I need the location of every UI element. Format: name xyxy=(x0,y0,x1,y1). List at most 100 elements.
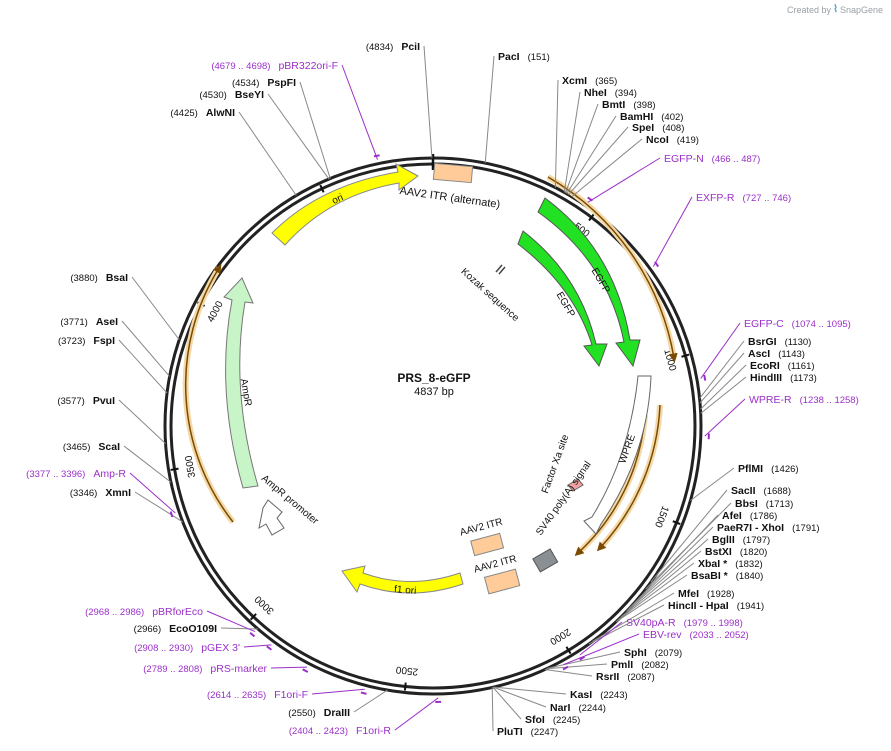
restriction-site[interactable]: SfoI(2245) xyxy=(492,686,580,726)
restriction-site-label: SacII(1688) xyxy=(731,485,791,497)
restriction-site[interactable]: BsrGI(1130) xyxy=(699,336,812,399)
restriction-site[interactable]: PflMI(1426) xyxy=(690,463,799,501)
tick-label: 4000 xyxy=(206,299,226,324)
egfp-outer-arrow xyxy=(537,197,641,368)
primer-site[interactable]: (2908 .. 2930)pGEX 3' xyxy=(134,642,273,654)
restriction-site[interactable]: AscI(1143) xyxy=(699,348,805,404)
tick-mark xyxy=(681,353,690,358)
primer-site-label: (2968 .. 2986)pBRforEco xyxy=(85,606,203,618)
primer-site-label: EBV-rev(2033 .. 2052) xyxy=(643,629,749,641)
restriction-site[interactable]: (4834)PciI xyxy=(366,41,433,159)
aav2-itr-alternate-shape xyxy=(432,162,474,184)
restriction-site-label: AscI(1143) xyxy=(748,348,805,360)
factor-xa-shape xyxy=(567,478,584,492)
restriction-site-label: PflMI(1426) xyxy=(738,463,799,475)
sv40-polya-label: SV40 poly(A) signal xyxy=(534,459,593,537)
restriction-site[interactable]: BamHI(402) xyxy=(566,111,684,194)
primer-site[interactable]: (2789 .. 2808)pRS-marker xyxy=(143,663,309,675)
restriction-site[interactable]: (2966)EcoO109I xyxy=(134,623,259,635)
primer-site[interactable]: EGFP-N(466 .. 487) xyxy=(587,153,761,203)
primer-site[interactable]: EXFP-R(727 .. 746) xyxy=(652,192,791,268)
restriction-site[interactable]: NarI(2244) xyxy=(493,686,606,714)
restriction-site[interactable]: BmtI(398) xyxy=(564,99,656,194)
restriction-site-label: (3771)AseI xyxy=(60,316,118,328)
primer-site[interactable]: (2968 .. 2986)pBRforEco xyxy=(85,606,256,638)
restriction-site[interactable]: (3577)PvuI xyxy=(57,395,166,445)
restriction-site[interactable]: (3723)FspI xyxy=(58,335,168,394)
restriction-site-label: (4834)PciI xyxy=(366,41,420,53)
primer-site-label: (3377 .. 3396)Amp-R xyxy=(26,468,126,480)
primer-site[interactable]: EGFP-C(1074 .. 1095) xyxy=(700,318,851,381)
restriction-site-label: SpeI(408) xyxy=(632,122,684,134)
restriction-site[interactable]: XbaI *(1832) xyxy=(617,558,763,621)
restriction-site[interactable]: SphI(2079) xyxy=(547,647,682,669)
restriction-site-label: (4425)AlwNI xyxy=(170,107,235,119)
primer-site[interactable]: (2404 .. 2423)F1ori-R xyxy=(289,697,442,737)
tick-label: 3000 xyxy=(253,593,277,617)
restriction-site-label: BsaBI *(1840) xyxy=(691,570,763,582)
f1-ori-arrow xyxy=(341,565,464,594)
wpre-arrow xyxy=(583,375,652,535)
restriction-site[interactable]: BglII(1797) xyxy=(626,534,771,612)
tick-mark xyxy=(249,613,257,621)
orf-arcs xyxy=(182,174,678,557)
restriction-site-label: HincII - HpaI(1941) xyxy=(668,600,764,612)
restriction-site[interactable]: XcmI(365) xyxy=(554,75,617,188)
tick-mark xyxy=(565,646,572,655)
tick-mark xyxy=(588,213,595,222)
restriction-site[interactable]: NheI(394) xyxy=(563,87,637,193)
ori-label: ori xyxy=(330,192,345,207)
primer-site-label: EGFP-C(1074 .. 1095) xyxy=(744,318,851,330)
primer-site-label: EGFP-N(466 .. 487) xyxy=(664,153,760,165)
restriction-site[interactable]: (2550)DraIII xyxy=(288,689,388,719)
primer-site[interactable]: (2614 .. 2635)F1ori-F xyxy=(207,688,367,701)
restriction-site[interactable]: NcoI(419) xyxy=(571,134,699,198)
primer-site[interactable]: SV40pA-R(1979 .. 1998) xyxy=(579,617,743,661)
restriction-site-label: BmtI(398) xyxy=(602,99,656,111)
restriction-site-label: BsrGI(1130) xyxy=(748,336,811,348)
credit-prefix: Created by xyxy=(787,4,832,15)
restriction-site[interactable]: (4425)AlwNI xyxy=(170,107,297,196)
plasmid-size: 4837 bp xyxy=(414,386,454,398)
restriction-site-label: EcoRI(1161) xyxy=(750,360,815,372)
restriction-site[interactable]: (3771)AseI xyxy=(60,316,171,377)
restriction-site-label: (3346)XmnI xyxy=(70,487,131,499)
restriction-site[interactable]: PaeR7I - XhoI(1791) xyxy=(627,522,820,611)
restriction-site-label: HindIII(1173) xyxy=(750,372,817,384)
aav2-itr-1-shape xyxy=(470,532,505,557)
restriction-site[interactable]: (3346)XmnI xyxy=(70,487,184,523)
restriction-site[interactable]: HindIII(1173) xyxy=(700,372,817,414)
restriction-site[interactable]: RsrII(2087) xyxy=(544,669,655,683)
restriction-site[interactable]: BstXI(1820) xyxy=(620,546,767,618)
restriction-site[interactable]: PacI(151) xyxy=(484,51,550,164)
restriction-site[interactable]: BsaBI *(1840) xyxy=(615,570,763,623)
restriction-site-label: BstXI(1820) xyxy=(705,546,767,558)
egfp-inner-arrow xyxy=(517,230,608,368)
restriction-site-label: (3577)PvuI xyxy=(57,395,115,407)
restriction-site[interactable]: EcoRI(1161) xyxy=(700,360,815,410)
primer-site-label: (2789 .. 2808)pRS-marker xyxy=(143,663,267,675)
restriction-site[interactable]: KasI(2243) xyxy=(493,686,628,701)
restriction-site[interactable]: PmlI(2082) xyxy=(546,659,669,671)
callouts: PacI(151) XcmI(365)NheI(394)BmtI(398)BamH… xyxy=(26,41,859,738)
restriction-site[interactable]: AfeI(1786) xyxy=(628,510,777,609)
primer-site[interactable]: EBV-rev(2033 .. 2052) xyxy=(562,629,749,671)
primer-site-label: (2404 .. 2423)F1ori-R xyxy=(289,725,392,737)
tick-label: 2500 xyxy=(395,663,419,676)
primer-site[interactable]: (4679 .. 4698)pBR322ori-F xyxy=(211,60,380,160)
ampr-label: AmpR xyxy=(238,378,254,407)
restriction-site[interactable]: (3880)BsaI xyxy=(70,272,180,341)
primer-site[interactable]: (3377 .. 3396)Amp-R xyxy=(26,468,176,518)
restriction-site[interactable]: SacII(1688) xyxy=(650,485,791,583)
restriction-site-label: XcmI(365) xyxy=(562,75,617,87)
restriction-site[interactable]: (3465)ScaI xyxy=(63,441,172,483)
restriction-site[interactable]: SpeI(408) xyxy=(568,122,684,196)
restriction-site[interactable]: (4530)BseYI xyxy=(199,89,330,180)
restriction-site[interactable]: (4534)PspFI xyxy=(232,77,331,179)
restriction-site[interactable]: PluTI(2247) xyxy=(491,687,558,738)
sv40-polya-shape xyxy=(532,548,559,573)
primer-site-label: EXFP-R(727 .. 746) xyxy=(696,192,791,204)
restriction-site[interactable]: MfeI(1928) xyxy=(592,588,734,642)
primer-site[interactable]: WPRE-R(1238 .. 1258) xyxy=(704,394,859,440)
